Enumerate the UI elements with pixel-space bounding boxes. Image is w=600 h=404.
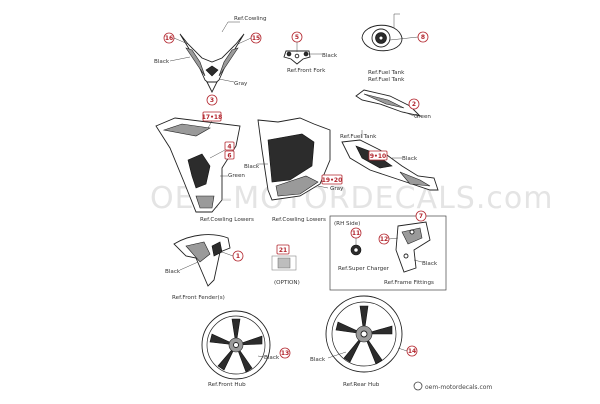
callout-7: 7 [415, 210, 427, 222]
svg-text:9•10: 9•10 [370, 153, 386, 160]
svg-text:6: 6 [227, 153, 231, 160]
rh-side-panel [329, 215, 447, 291]
callout-6: 6 [224, 150, 235, 160]
fuel-tank-cap [361, 24, 403, 52]
svg-text:16: 16 [165, 35, 173, 42]
callout-12: 12 [378, 233, 390, 245]
side-cowling-right [257, 117, 331, 201]
black-label-front-hub: Black [264, 355, 280, 361]
callout-2: 2 [408, 98, 420, 110]
gray-label-lower-right: Gray [330, 186, 344, 192]
black-label-rear-hub: Black [310, 357, 326, 363]
footer-logo: oem-motordecals.com [413, 381, 492, 391]
ref-super-charger-label: Ref.Super Charger [338, 266, 390, 272]
svg-text:2: 2 [412, 101, 416, 108]
svg-text:14: 14 [408, 348, 416, 355]
ref-front-fender-label: Ref.Front Fender(s) [172, 295, 225, 301]
option-label: (OPTION) [274, 280, 300, 286]
ref-cowling-label: Ref.Cowling [234, 16, 267, 22]
ref-front-fork-label: Ref.Front Fork [287, 68, 326, 74]
ref-cowling-lowers-right-label: Ref.Cowling Lowers [272, 217, 326, 223]
svg-text:17•18: 17•18 [202, 114, 223, 121]
svg-text:12: 12 [380, 236, 388, 243]
callout-13: 13 [279, 347, 291, 359]
callout-21: 21 [276, 244, 290, 255]
gray-label-cowling: Gray [234, 81, 248, 87]
upper-cowling [179, 33, 245, 94]
svg-text:21: 21 [279, 247, 287, 254]
callout-14: 14 [406, 345, 418, 357]
front-wheel [201, 310, 271, 380]
black-label-frame: Black [422, 261, 438, 267]
ref-fuel-tank-label-3: Ref.Fuel Tank [340, 134, 377, 140]
black-label-fork: Black [322, 53, 338, 59]
frame-fittings [395, 221, 431, 273]
ref-rear-hub-label: Ref.Rear Hub [343, 382, 380, 388]
black-label-tail: Black [402, 156, 418, 162]
green-label-lower: Green [228, 173, 245, 179]
svg-text:3: 3 [210, 97, 214, 104]
svg-text:13: 13 [281, 350, 289, 357]
black-label-fender: Black [165, 269, 181, 275]
fuel-tank-side [355, 89, 422, 117]
super-charger [350, 244, 362, 256]
svg-text:15: 15 [252, 35, 260, 42]
ref-frame-fittings-label: Ref.Frame Fittings [384, 280, 434, 286]
front-fender [173, 234, 231, 287]
ref-fuel-tank-label-1: Ref.Fuel Tank [368, 70, 405, 76]
side-cowling-left [155, 117, 241, 213]
svg-text:oem-motordecals.com: oem-motordecals.com [425, 384, 492, 391]
black-label-cowling: Black [154, 59, 170, 65]
callout-5: 5 [291, 31, 303, 43]
rh-side-label: (RH Side) [334, 221, 360, 227]
callout-17-18: 17•18 [202, 111, 223, 122]
svg-text:5: 5 [295, 34, 299, 41]
svg-text:19•20: 19•20 [322, 177, 343, 184]
rear-wheel [325, 295, 403, 373]
option-sticker [271, 255, 297, 271]
green-label-tank: Green [414, 114, 431, 120]
callout-19-20: 19•20 [321, 174, 343, 185]
callout-8: 8 [417, 31, 429, 43]
ref-front-hub-label: Ref.Front Hub [208, 382, 246, 388]
svg-text:11: 11 [352, 230, 360, 237]
callout-11: 11 [350, 227, 362, 239]
callout-16: 16 [163, 32, 175, 44]
callout-1: 1 [232, 250, 244, 262]
black-label-lower-right: Black [244, 164, 260, 170]
callout-4: 4 [224, 141, 235, 151]
callout-3: 3 [206, 94, 218, 106]
callout-15: 15 [250, 32, 262, 44]
svg-text:1: 1 [236, 253, 240, 260]
ref-fuel-tank-label-2: Ref.Fuel Tank [368, 77, 405, 83]
front-fork-top [283, 50, 311, 65]
svg-text:7: 7 [419, 213, 423, 220]
callout-9-10: 9•10 [368, 150, 388, 161]
svg-text:4: 4 [227, 144, 231, 151]
svg-text:8: 8 [421, 34, 425, 41]
ref-cowling-lowers-left-label: Ref.Cowling Lowers [200, 217, 254, 223]
